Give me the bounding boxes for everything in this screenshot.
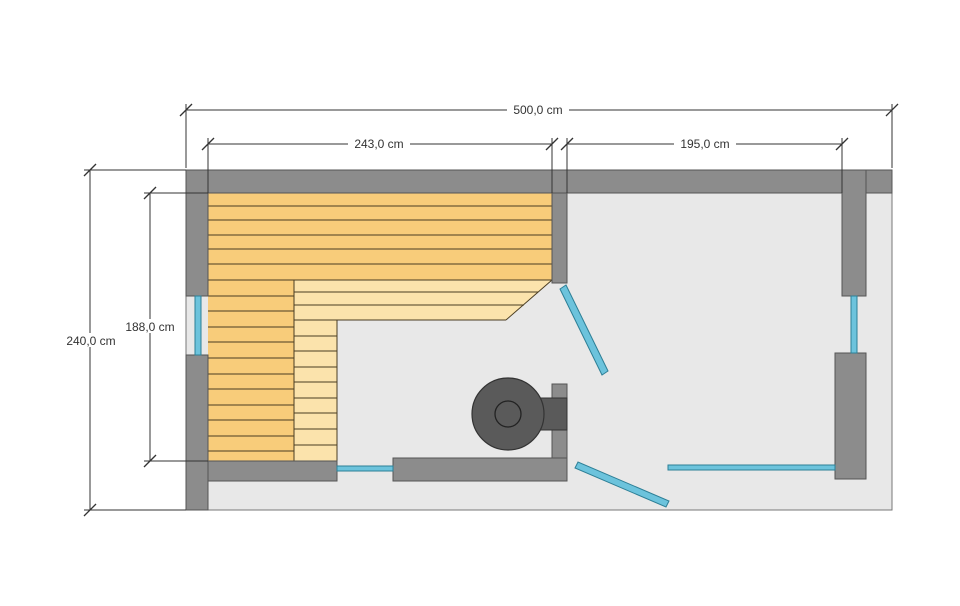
stove-icon	[471, 377, 568, 451]
right-window	[850, 295, 858, 354]
steam-room-door[interactable]	[559, 284, 609, 376]
dimension-side-room-width: 195,0 cm	[560, 136, 849, 193]
window-icon	[194, 295, 858, 472]
walls	[185, 169, 893, 511]
dimension-overall-height: 240,0 cm	[60, 163, 186, 517]
inner-height-label: 188,0 cm	[125, 320, 174, 334]
dimension-steam-room-width: 243,0 cm	[201, 136, 559, 193]
dimension-overall-width: 500,0 cm	[179, 102, 899, 168]
bottom-window	[336, 465, 394, 472]
upper-bench	[208, 193, 552, 461]
side-room-width-label: 195,0 cm	[680, 137, 729, 151]
glass-partition	[667, 464, 836, 471]
entrance-door[interactable]	[574, 461, 670, 508]
overall-width-label: 500,0 cm	[513, 103, 562, 117]
lower-bench	[294, 280, 552, 461]
steam-room-width-label: 243,0 cm	[354, 137, 403, 151]
left-window	[194, 295, 202, 356]
dimension-inner-height: 188,0 cm	[119, 186, 208, 468]
overall-height-label: 240,0 cm	[66, 334, 115, 348]
door-icon	[559, 284, 670, 508]
